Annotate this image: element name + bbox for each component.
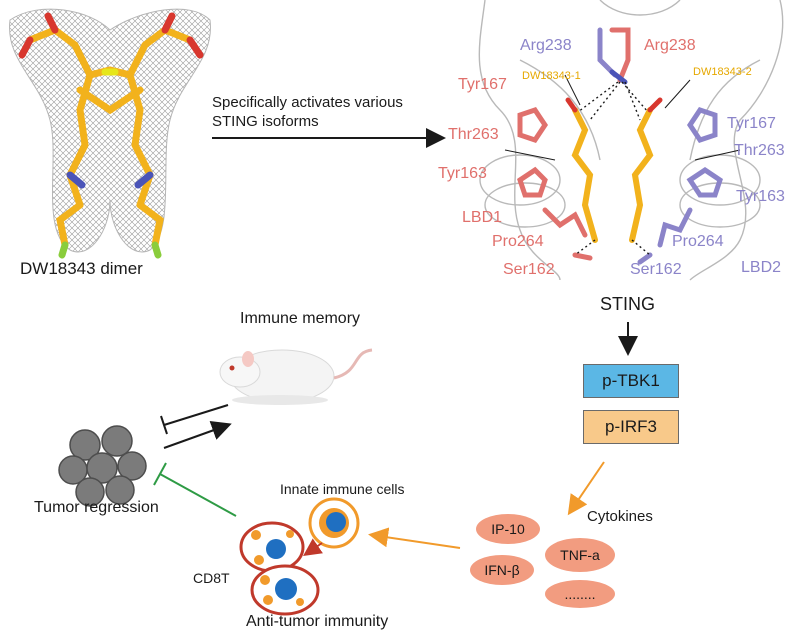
tumor-cluster bbox=[58, 425, 147, 507]
residue-pink-thr263: Thr263 bbox=[448, 126, 499, 143]
arrow-caption-line1: Specifically activates various bbox=[212, 94, 403, 111]
residue-pink-tyr163: Tyr163 bbox=[438, 165, 487, 182]
residue-pink-lbd1: LBD1 bbox=[462, 209, 503, 226]
immune-memory-label: Immune memory bbox=[240, 310, 361, 327]
residue-purple-lbd2: LBD2 bbox=[741, 259, 782, 276]
ligand-label-2: DW18343-2 bbox=[693, 66, 752, 78]
cytokine-arrow bbox=[567, 461, 605, 516]
residue-purple-ser162: Ser162 bbox=[630, 261, 682, 278]
p-tbk1-box: p-TBK1 bbox=[583, 364, 679, 398]
residue-purple-pro264: Pro264 bbox=[672, 233, 724, 250]
cd8-cells bbox=[239, 521, 320, 616]
innate-cells-label: Innate immune cells bbox=[280, 481, 405, 497]
residue-pink-arg238: Arg238 bbox=[644, 37, 696, 54]
ligand-dimer-model bbox=[9, 8, 211, 259]
p-irf3-box: p-IRF3 bbox=[583, 410, 679, 444]
residue-purple-thr263: Thr263 bbox=[734, 142, 785, 159]
residue-pink-ser162: Ser162 bbox=[503, 261, 555, 278]
green-inhibition bbox=[153, 462, 237, 517]
memory-arrows bbox=[160, 404, 232, 449]
cd8t-label: CD8T bbox=[193, 570, 230, 586]
activation-red-arrow bbox=[303, 538, 323, 557]
sting-structure bbox=[478, 0, 784, 281]
arrow-caption-line2: STING isoforms bbox=[212, 113, 319, 130]
cytokines-title: Cytokines bbox=[587, 508, 653, 525]
residue-pink-pro264: Pro264 bbox=[492, 233, 544, 250]
residue-purple-tyr163: Tyr163 bbox=[736, 188, 785, 205]
innate-cell bbox=[308, 497, 360, 549]
residue-purple-arg238: Arg238 bbox=[520, 37, 572, 54]
sting-label: STING bbox=[600, 294, 656, 314]
ligand-label-1: DW18343-1 bbox=[522, 70, 581, 82]
mouse-image bbox=[219, 348, 373, 405]
residue-purple-tyr167: Tyr167 bbox=[727, 115, 776, 132]
ligand-caption: DW18343 dimer bbox=[20, 259, 143, 278]
tumor-regression-label: Tumor regression bbox=[34, 499, 159, 516]
anti-tumor-immunity-label: Anti-tumor immunity bbox=[246, 613, 389, 630]
cells-arrow bbox=[368, 527, 461, 549]
cytokine-more: ........ bbox=[545, 580, 615, 608]
residue-pink-tyr167: Tyr167 bbox=[458, 76, 507, 93]
cytokine-ip10: IP-10 bbox=[476, 514, 540, 544]
cytokine-ifnb: IFN-β bbox=[470, 555, 534, 585]
cytokine-tnfa: TNF-a bbox=[545, 538, 615, 572]
